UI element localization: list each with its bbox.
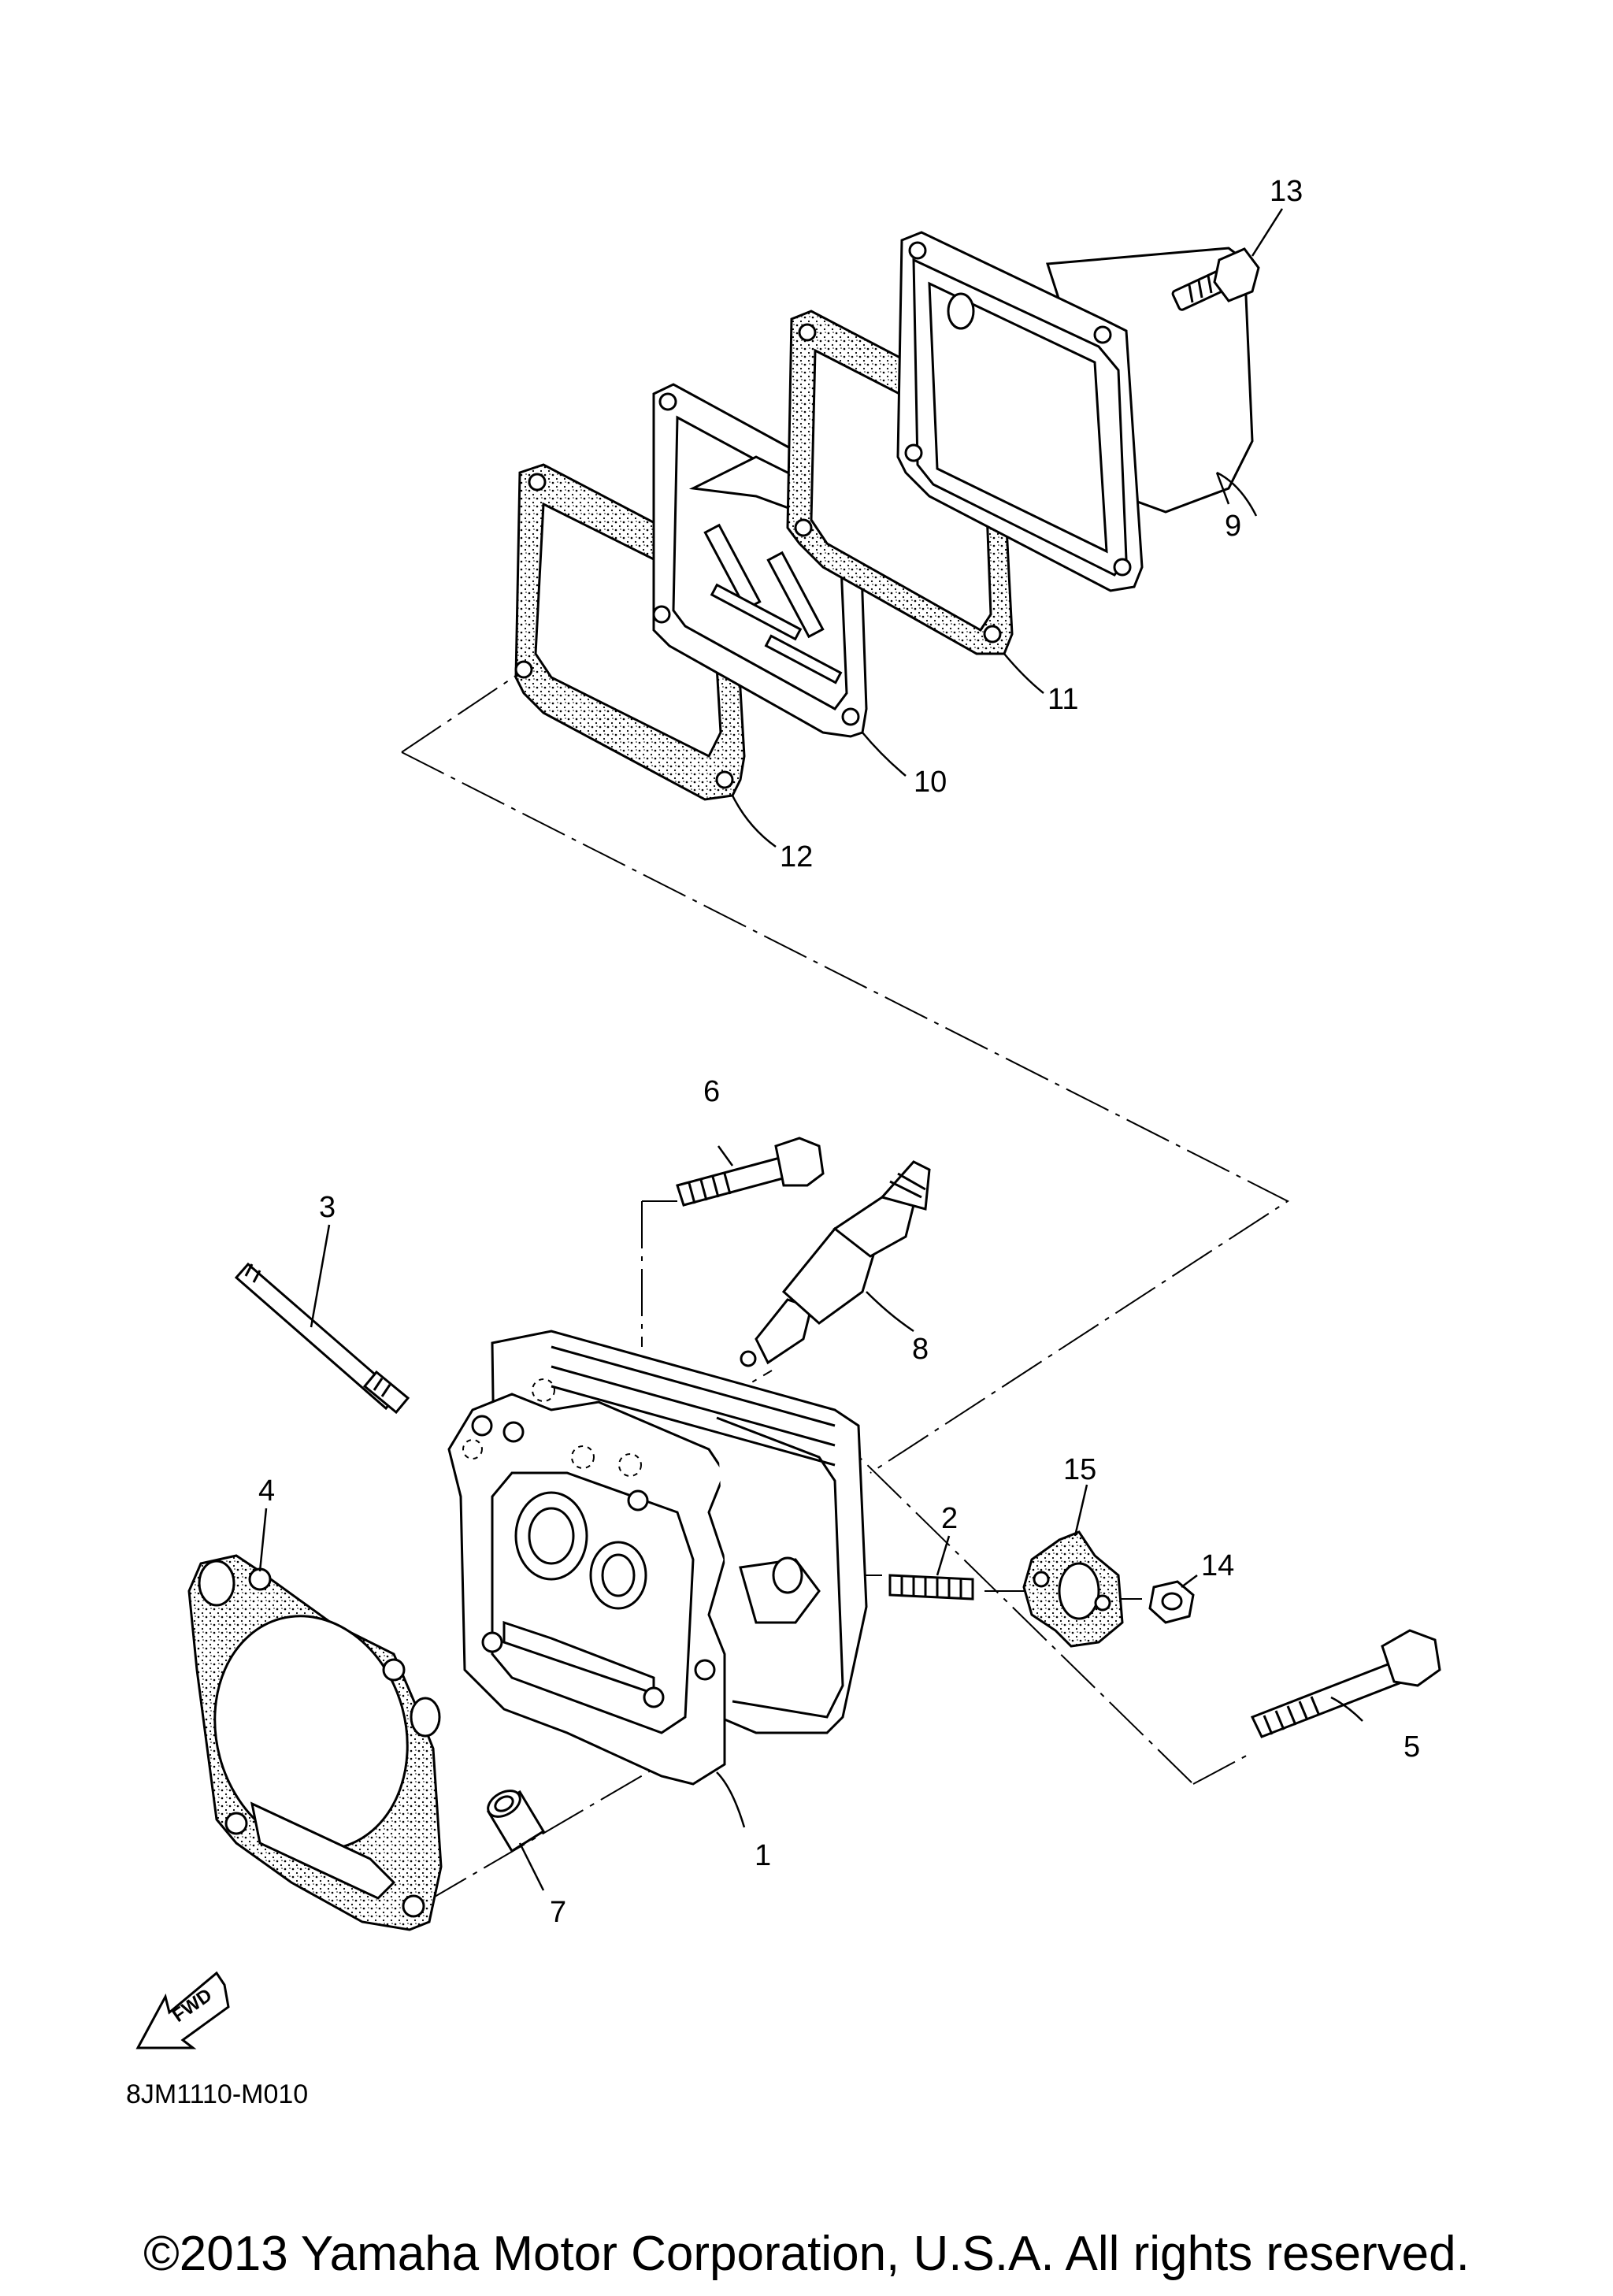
valve-cover-9	[896, 231, 1254, 592]
stud-3	[234, 1262, 410, 1415]
callout-6: 6	[703, 1075, 720, 1108]
callout-3: 3	[319, 1191, 336, 1224]
cylinder-head-1	[447, 1330, 868, 1786]
callout-14: 14	[1201, 1549, 1234, 1582]
callout-8: 8	[912, 1333, 929, 1366]
callout-4: 4	[258, 1474, 275, 1508]
bolt-13	[1171, 247, 1260, 311]
callout-7: 7	[550, 1896, 566, 1929]
nut-14	[1148, 1580, 1195, 1624]
leader-lines	[258, 208, 1363, 1891]
head-gasket-4	[187, 1554, 443, 1931]
drawing-code: 8JM1110-M010	[126, 2079, 308, 2109]
callout-2: 2	[941, 1502, 958, 1535]
callout-13: 13	[1270, 175, 1303, 208]
cylinder-head-hidden-lines	[462, 1378, 642, 1477]
copyright-notice: ©2013 Yamaha Motor Corporation, U.S.A. A…	[143, 2227, 1470, 2281]
callout-5: 5	[1403, 1730, 1420, 1764]
bolt-5	[1250, 1629, 1441, 1738]
stud-2	[888, 1574, 974, 1601]
forward-arrow-icon: FWD	[135, 1971, 230, 2049]
callout-1: 1	[755, 1839, 771, 1872]
callouts: 13 9 11 10 12 6 3 8 4 2 15 14 5 1 7	[258, 175, 1420, 1929]
spark-plug-8	[740, 1160, 931, 1367]
callout-15: 15	[1063, 1453, 1096, 1486]
callout-9: 9	[1225, 510, 1241, 543]
flange-gasket-15	[1022, 1530, 1124, 1648]
callout-10: 10	[914, 766, 947, 799]
callout-11: 11	[1048, 683, 1078, 716]
dowel-pin-7	[486, 1790, 546, 1853]
callout-12: 12	[780, 840, 813, 874]
bolt-6	[676, 1137, 825, 1207]
